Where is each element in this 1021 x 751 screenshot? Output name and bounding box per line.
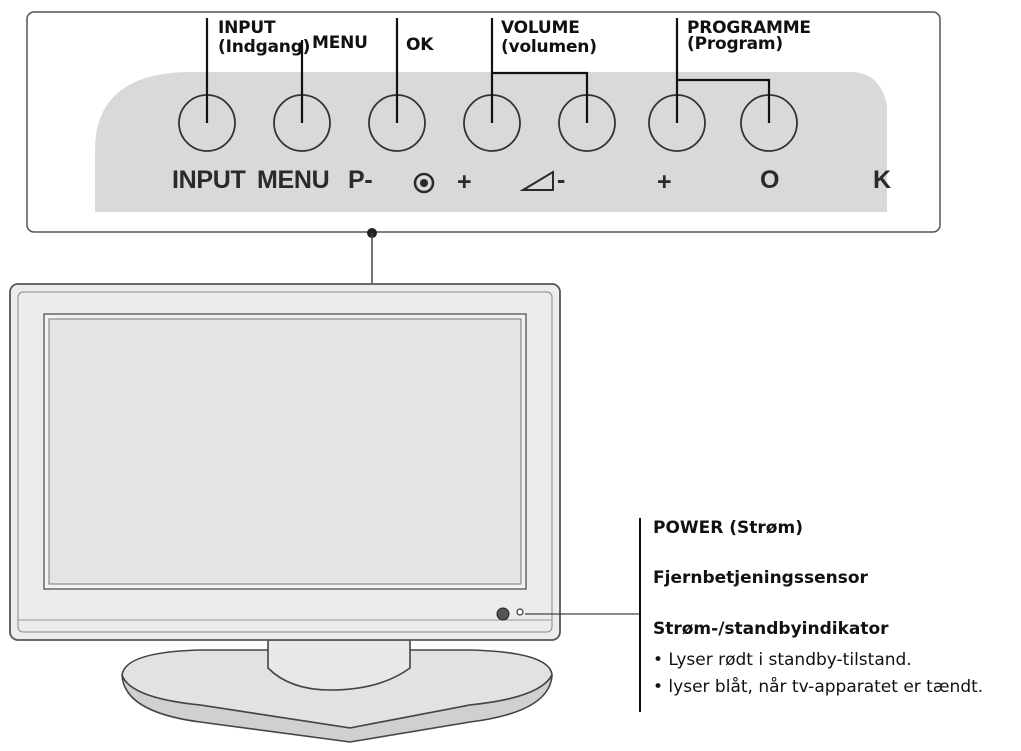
label-input-sub: (Indgang) xyxy=(218,37,311,57)
label-ok: OK xyxy=(406,35,434,55)
label-input: INPUT xyxy=(218,18,276,38)
bullet-standby: • Lyser rødt i standby-tilstand. xyxy=(653,650,912,670)
tv-screen xyxy=(48,318,522,585)
label-programme-sub: (Program) xyxy=(687,34,783,54)
stand-base-edge xyxy=(121,674,553,743)
circle-dot-icon xyxy=(413,172,435,194)
power-indicator-led xyxy=(516,608,524,616)
label-volume: VOLUME xyxy=(501,18,580,38)
remote-sensor xyxy=(496,607,510,621)
leader-programme-branch xyxy=(677,78,771,123)
label-power: POWER (Strøm) xyxy=(653,518,803,538)
leader-volume-branch xyxy=(492,71,589,123)
stand-neck xyxy=(267,639,411,691)
label-menu: MENU xyxy=(312,33,368,53)
panel-marking-input: INPUT xyxy=(172,166,246,194)
panel-marking-prog-plus: + xyxy=(657,168,672,196)
label-programme: PROGRAMME xyxy=(687,18,811,38)
tv-stand xyxy=(121,639,553,743)
panel-marking-vol-plus: + xyxy=(457,168,472,196)
bullet-on: • lyser blåt, når tv-apparatet er tændt. xyxy=(653,677,984,697)
panel-marking-menu: MENU xyxy=(257,166,330,194)
leader-lines xyxy=(205,18,771,123)
panel-marking-o: O xyxy=(760,166,780,194)
panel-marking-k: K xyxy=(873,166,891,194)
panel-marking-p-minus: P- xyxy=(348,166,373,194)
label-volume-sub: (volumen) xyxy=(501,37,597,57)
label-power-indicator: Strøm-/standbyindikator xyxy=(653,619,889,639)
volume-wedge-icon xyxy=(519,170,554,191)
panel-marking-vol-minus: - xyxy=(557,166,566,194)
tv-body xyxy=(9,283,561,641)
tv-frame-inner xyxy=(17,291,553,633)
label-remote-sensor: Fjernbetjeningssensor xyxy=(653,568,868,588)
